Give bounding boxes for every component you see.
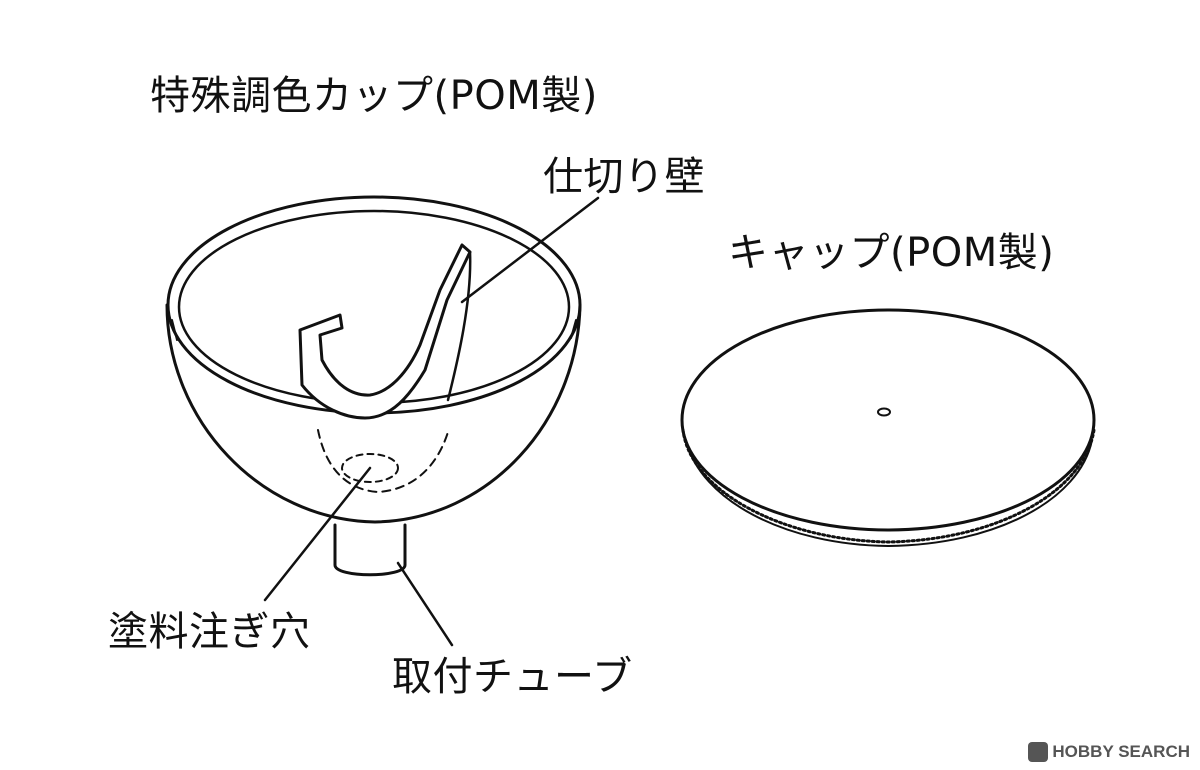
pour-hole-label: 塗料注ぎ穴: [108, 609, 311, 655]
cup-outer-rim: [166, 195, 582, 415]
cap-center-hole: [877, 407, 891, 417]
cap-top-ellipse: [680, 308, 1096, 532]
cup-rim-edge-left: [171, 319, 178, 341]
cap-bottom-edge: [685, 439, 1093, 547]
divider-wall: [298, 243, 472, 420]
watermark: HOBBY SEARCH: [1028, 742, 1190, 762]
tube-leader-line: [396, 561, 454, 647]
watermark-logo-icon: [1028, 742, 1049, 762]
divider-label: 仕切り壁: [543, 154, 705, 200]
pour-hole-hidden-ellipse: [341, 453, 399, 483]
cap: [680, 308, 1096, 547]
cap-label: キャップ(POM製): [728, 230, 1055, 276]
cap-side-edge: [681, 428, 1096, 544]
tube-label: 取付チューブ: [392, 654, 633, 700]
mixing-cup: [165, 195, 600, 647]
pour-hole-hidden-outline: [317, 429, 449, 493]
cup-label: 特殊調色カップ(POM製): [150, 73, 598, 119]
watermark-text: HOBBY SEARCH: [1052, 742, 1190, 761]
mount-tube: [333, 523, 407, 577]
divider-wall-face: [446, 250, 472, 402]
divider-leader-line: [460, 196, 600, 304]
cup-bowl-outline: [165, 303, 582, 524]
cup-rim-edge-right: [570, 319, 577, 339]
pour-hole-leader-line: [263, 466, 372, 602]
cup-inner-rim: [177, 209, 571, 405]
